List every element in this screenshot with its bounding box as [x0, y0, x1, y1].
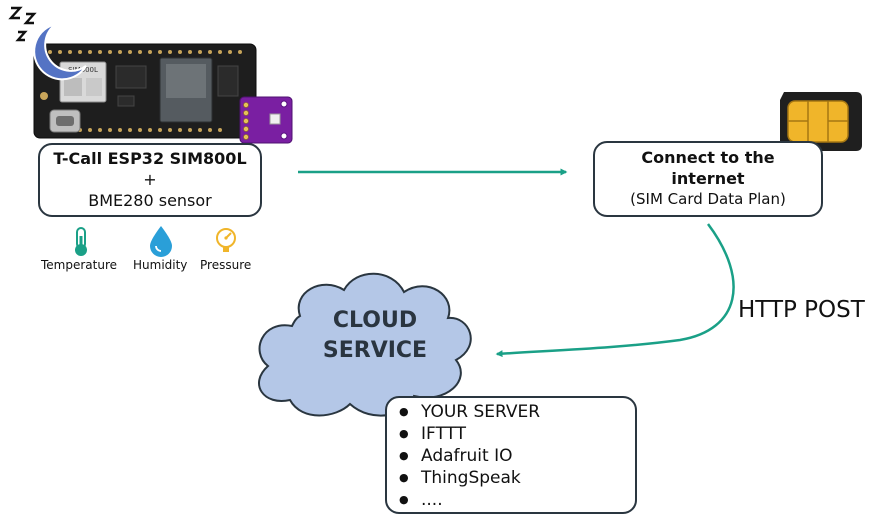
sleep-moon-icon — [8, 6, 87, 81]
service-item-label: Adafruit IO — [421, 446, 513, 466]
cloud-shape — [258, 272, 472, 417]
sensor-name: BME280 sensor — [88, 191, 212, 210]
arrow-internet-to-cloud — [495, 223, 735, 358]
services-box: ● YOUR SERVER ● IFTTT ● Adafruit IO ● ThingS… — [385, 396, 637, 514]
service-item: ● ThingSpeak — [399, 467, 635, 489]
bullet-icon: ● — [399, 449, 409, 462]
sensor-label-humidity: Humidity — [133, 258, 188, 272]
sensor-label-pressure: Pressure — [200, 258, 252, 272]
cloud-label-line2: SERVICE — [322, 338, 428, 363]
device-box: T-Call ESP32 SIM800L + BME280 sensor — [38, 143, 262, 217]
thermometer-icon — [75, 227, 87, 256]
http-post-label: HTTP POST — [738, 297, 865, 323]
service-item: ●.... — [399, 489, 635, 511]
service-item-label: IFTTT — [421, 424, 467, 444]
internet-box: Connect to the internet (SIM Card Data P… — [593, 141, 823, 217]
internet-title-line2: internet — [671, 169, 745, 188]
service-item: ● YOUR SERVER — [399, 401, 635, 423]
internet-subtitle: (SIM Card Data Plan) — [630, 190, 786, 208]
bullet-icon: ● — [399, 471, 409, 484]
pressure-gauge-icon — [216, 228, 236, 252]
service-item-label: YOUR SERVER — [421, 402, 541, 422]
esp32-board-image: SIM800L — [33, 43, 257, 139]
bullet-icon: ● — [399, 427, 409, 440]
service-item-label: ThingSpeak — [421, 468, 521, 488]
bullet-icon: ● — [399, 493, 409, 506]
cloud-service-label: CLOUD SERVICE — [290, 306, 460, 366]
device-plus-sign: + — [143, 170, 157, 189]
service-item: ● Adafruit IO — [399, 445, 635, 467]
services-list: ● YOUR SERVER ● IFTTT ● Adafruit IO ● ThingS… — [387, 398, 635, 511]
service-item: ● IFTTT — [399, 423, 635, 445]
sim-card-icon — [780, 92, 862, 151]
service-item-label: .... — [421, 490, 443, 510]
bullet-icon: ● — [399, 405, 409, 418]
internet-title-line1: Connect to the — [641, 148, 775, 167]
sensor-label-temperature: Temperature — [41, 258, 118, 272]
device-title: T-Call ESP32 SIM800L — [53, 149, 247, 168]
bme280-sensor-board-image — [239, 96, 293, 144]
water-drop-icon — [150, 226, 172, 257]
cloud-label-line1: CLOUD — [332, 308, 418, 333]
